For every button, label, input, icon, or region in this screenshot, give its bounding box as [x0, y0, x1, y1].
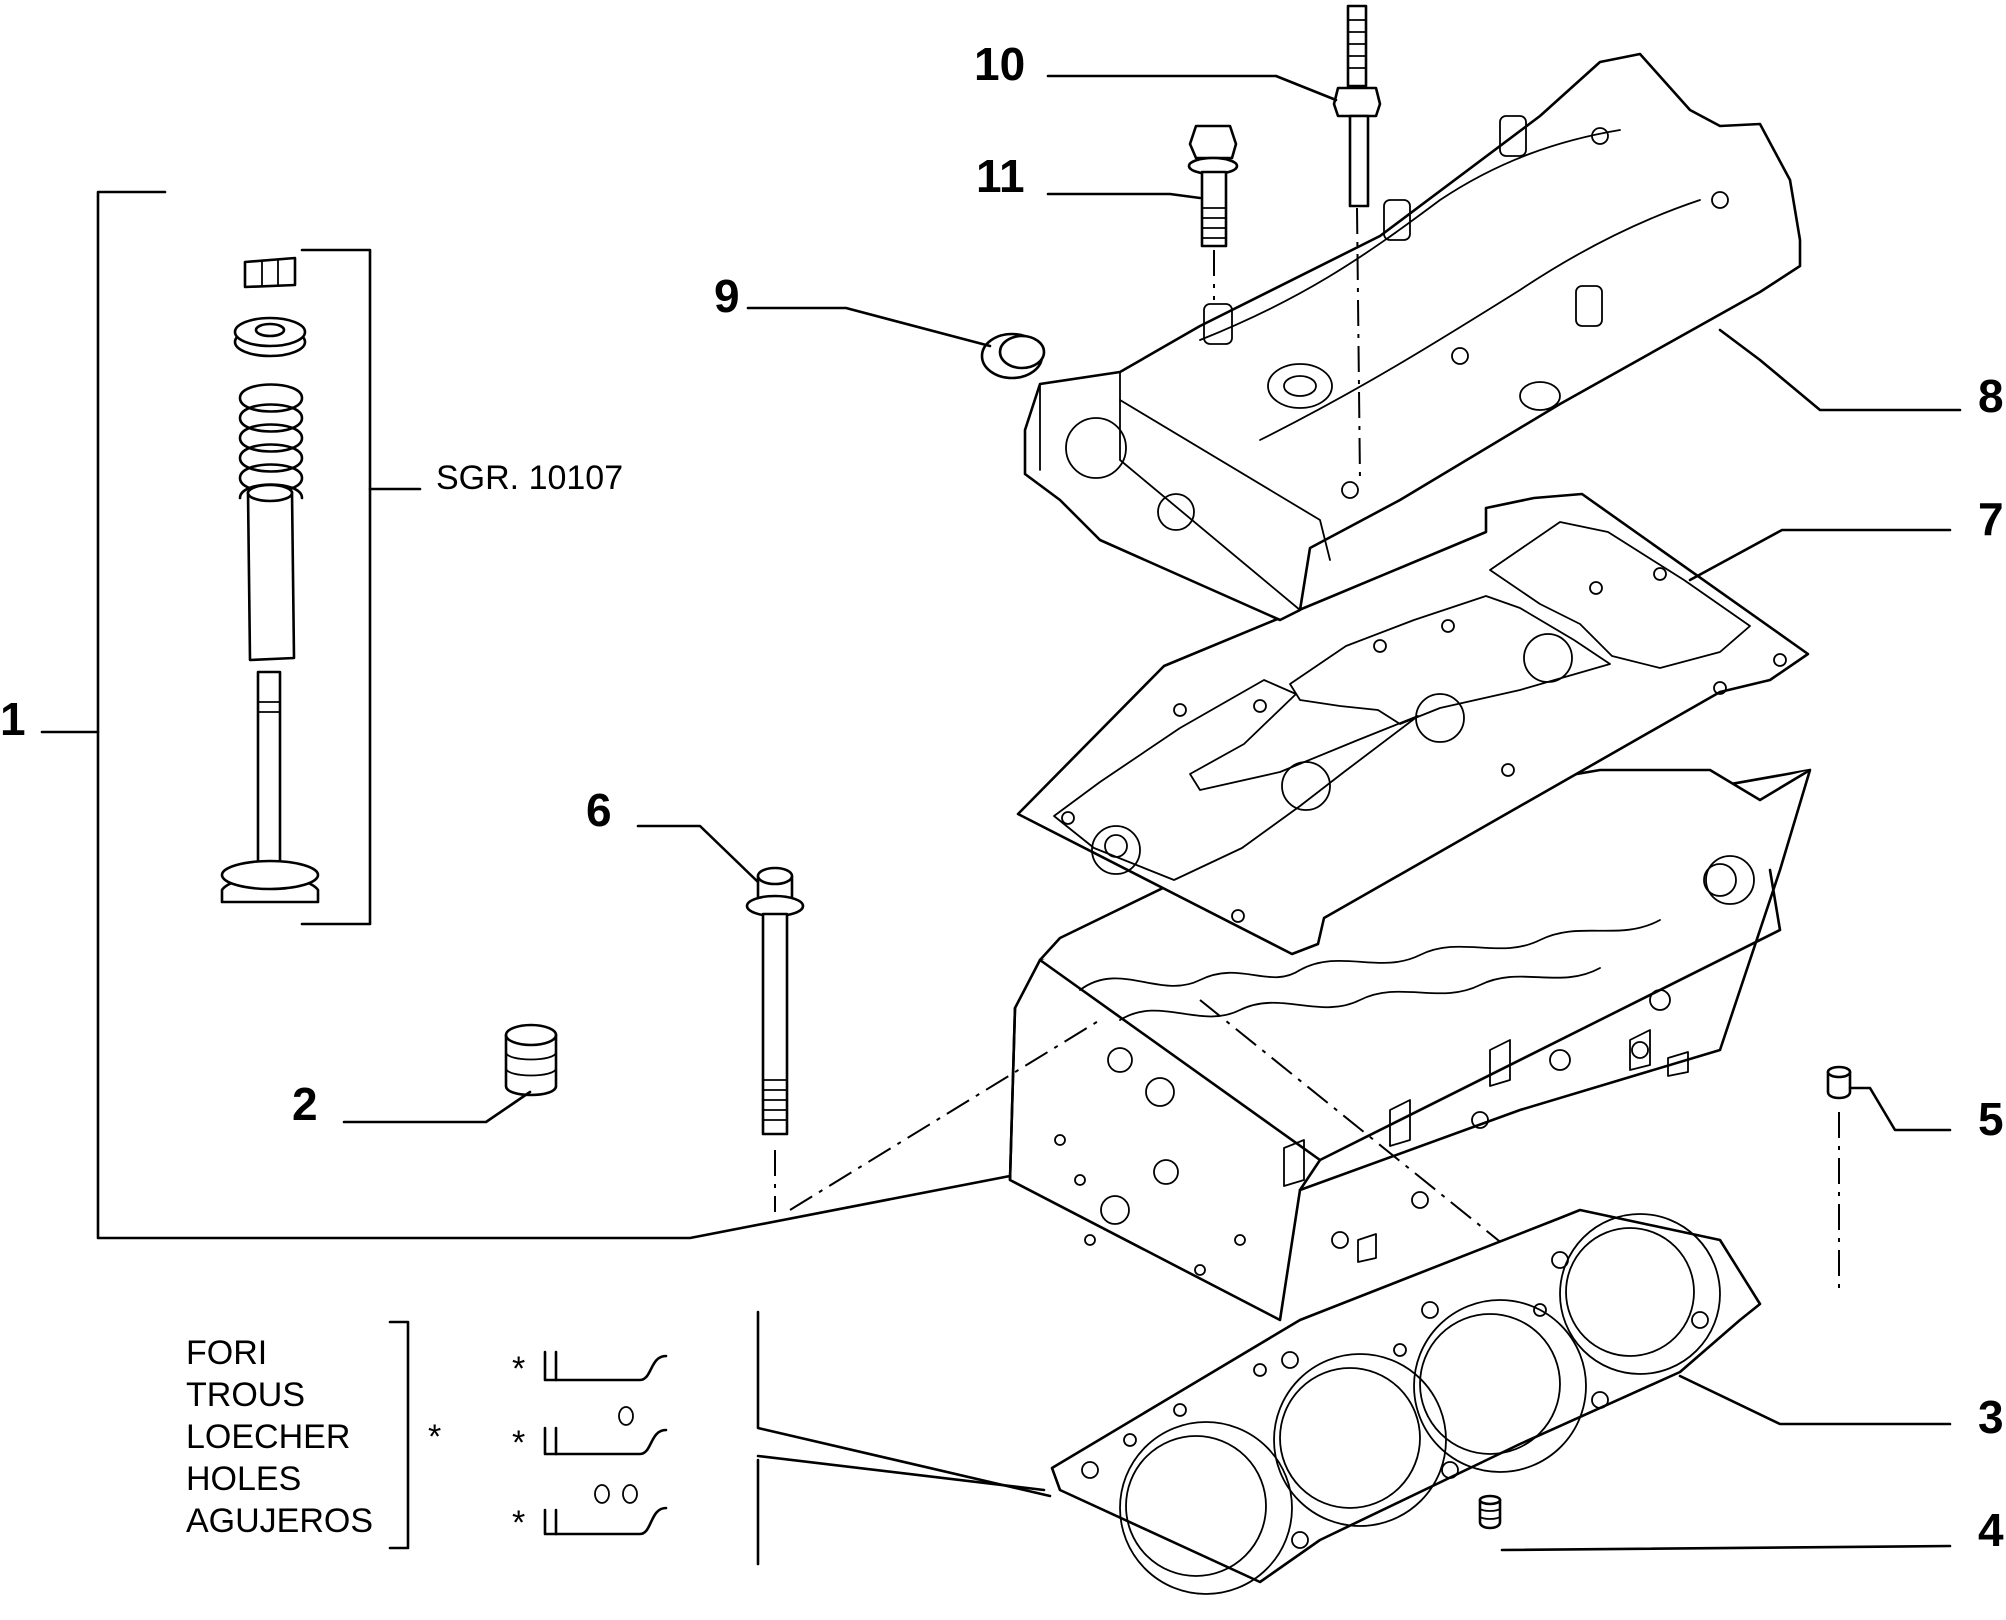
part-7-gasket: [1016, 492, 1952, 956]
legend-word-trous: TROUS: [186, 1376, 305, 1414]
callout-9: 9: [714, 270, 740, 322]
callout-4: 4: [1978, 1504, 2004, 1556]
part-5-dowel: [1826, 1065, 1952, 1290]
legend-asterisk: *: [428, 1418, 441, 1456]
sgr-bracket: [300, 248, 422, 926]
valve-assembly: [220, 256, 320, 904]
callout-8: 8: [1978, 370, 2004, 422]
part-1-bracket: [40, 190, 1012, 1240]
legend-word-loecher: LOECHER: [186, 1418, 350, 1456]
part-2-plug: [342, 1023, 558, 1124]
notch-symbol-two-holes: [543, 1484, 668, 1536]
legend-leaders: [756, 1310, 1052, 1566]
part-8-cam-carrier: [1023, 52, 1962, 622]
legend-word-fori: FORI: [186, 1334, 267, 1372]
notch-symbol-no-holes: [543, 1350, 668, 1382]
callout-11: 11: [976, 150, 1025, 202]
sgr-reference: SGR. 10107: [436, 459, 623, 497]
callout-7: 7: [1978, 493, 2004, 545]
part-11-bolt: [1046, 124, 1239, 300]
variant-marker-2: *: [512, 1424, 525, 1462]
legend-bracket: [388, 1320, 410, 1550]
part-10-stud: [1046, 4, 1382, 481]
callout-6: 6: [586, 784, 612, 836]
callout-2: 2: [292, 1078, 318, 1130]
part-3-head-gasket: [1050, 1208, 1952, 1595]
part-9-cap: [746, 306, 1046, 380]
callout-10: 10: [974, 38, 1025, 90]
notch-symbol-one-hole: [543, 1406, 668, 1456]
callout-1: 1: [0, 693, 26, 745]
variant-marker-1: *: [512, 1350, 525, 1388]
part-6-head-bolt: [636, 824, 805, 1212]
callout-3: 3: [1978, 1391, 2004, 1443]
legend-word-holes: HOLES: [186, 1460, 301, 1498]
variant-marker-3: *: [512, 1504, 525, 1542]
legend-word-agujeros: AGUJEROS: [186, 1502, 373, 1540]
part-4-plug: [1478, 1494, 1952, 1552]
callout-5: 5: [1978, 1093, 2004, 1145]
